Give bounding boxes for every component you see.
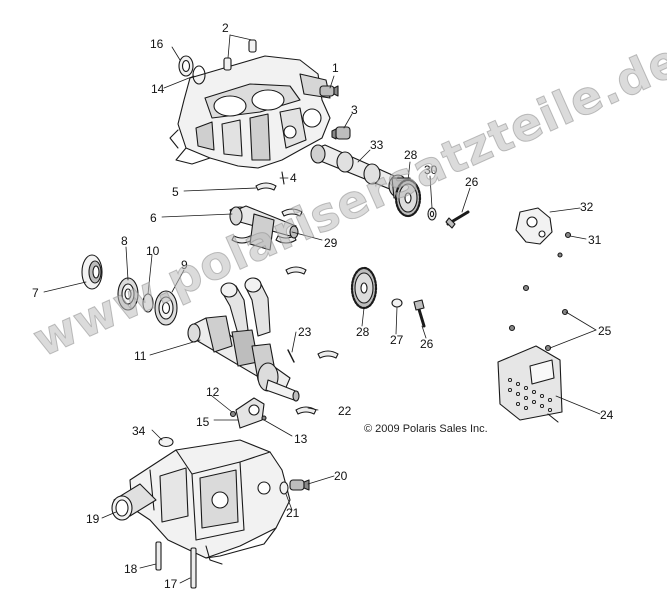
upper-crankcase xyxy=(169,55,331,169)
callout-17: 17 xyxy=(164,577,178,591)
pickup-tube xyxy=(111,483,157,521)
crankshaft-assembly xyxy=(187,277,300,402)
callout-30: 30 xyxy=(424,163,438,177)
seal-14-16 xyxy=(178,55,206,85)
callout-12: 12 xyxy=(206,385,220,399)
callout-11: 11 xyxy=(134,349,147,363)
callout-29: 29 xyxy=(324,236,338,250)
callout-28a: 28 xyxy=(404,148,418,162)
ring-21 xyxy=(279,481,289,495)
balance-shaft xyxy=(229,205,299,251)
callout-5: 5 xyxy=(172,185,179,199)
bolt-26-upper xyxy=(445,210,470,229)
callout-19: 19 xyxy=(86,512,100,526)
callout-16: 16 xyxy=(150,37,164,51)
callout-14: 14 xyxy=(151,82,165,96)
leader-lines xyxy=(43,34,601,584)
studs xyxy=(155,541,197,589)
plug-20 xyxy=(289,479,310,491)
shell-22 xyxy=(295,406,317,415)
bearing-9 xyxy=(154,290,178,326)
oil-pump xyxy=(229,397,267,429)
callout-33: 33 xyxy=(370,138,384,152)
callout-24: 24 xyxy=(600,408,614,422)
callout-26b: 26 xyxy=(420,337,434,351)
oil-screen xyxy=(497,345,563,423)
callout-25: 25 xyxy=(598,324,612,338)
cam-gear-lower xyxy=(350,266,378,310)
callout-28b: 28 xyxy=(356,325,370,339)
callout-27: 27 xyxy=(390,333,404,347)
callout-20: 20 xyxy=(334,469,348,483)
callout-6: 6 xyxy=(150,211,157,225)
seal-7 xyxy=(81,254,103,290)
callout-3: 3 xyxy=(351,103,358,117)
cover-plate xyxy=(515,207,572,258)
callout-10: 10 xyxy=(146,244,160,258)
callout-31: 31 xyxy=(588,233,602,247)
callout-1: 1 xyxy=(332,61,339,75)
callout-18: 18 xyxy=(124,562,138,576)
ring-34 xyxy=(158,436,174,448)
callout-13: 13 xyxy=(294,432,308,446)
callout-7: 7 xyxy=(32,286,39,300)
callout-2: 2 xyxy=(222,21,229,35)
key-23 xyxy=(287,349,295,363)
callout-4: 4 xyxy=(290,171,297,185)
callout-15: 15 xyxy=(196,415,210,429)
callout-26a: 26 xyxy=(465,175,479,189)
bolts-25 xyxy=(508,284,569,352)
copyright-text: © 2009 Polaris Sales Inc. xyxy=(364,423,488,435)
callout-32: 32 xyxy=(580,200,594,214)
dowel-pins xyxy=(223,39,257,71)
shell-23 xyxy=(317,350,339,359)
bearing-8 xyxy=(117,277,139,311)
lower-crankcase xyxy=(129,439,291,565)
cam-gear-upper xyxy=(394,178,422,218)
callout-9: 9 xyxy=(181,258,188,272)
plugs-1-3 xyxy=(319,85,351,140)
callout-8: 8 xyxy=(121,234,128,248)
washer-27 xyxy=(391,298,403,308)
callout-22: 22 xyxy=(338,404,352,418)
callout-23: 23 xyxy=(298,325,312,339)
callout-34: 34 xyxy=(132,424,146,438)
ring-10 xyxy=(142,293,154,313)
callout-21: 21 xyxy=(286,506,300,520)
bolt-26-lower xyxy=(413,299,426,328)
